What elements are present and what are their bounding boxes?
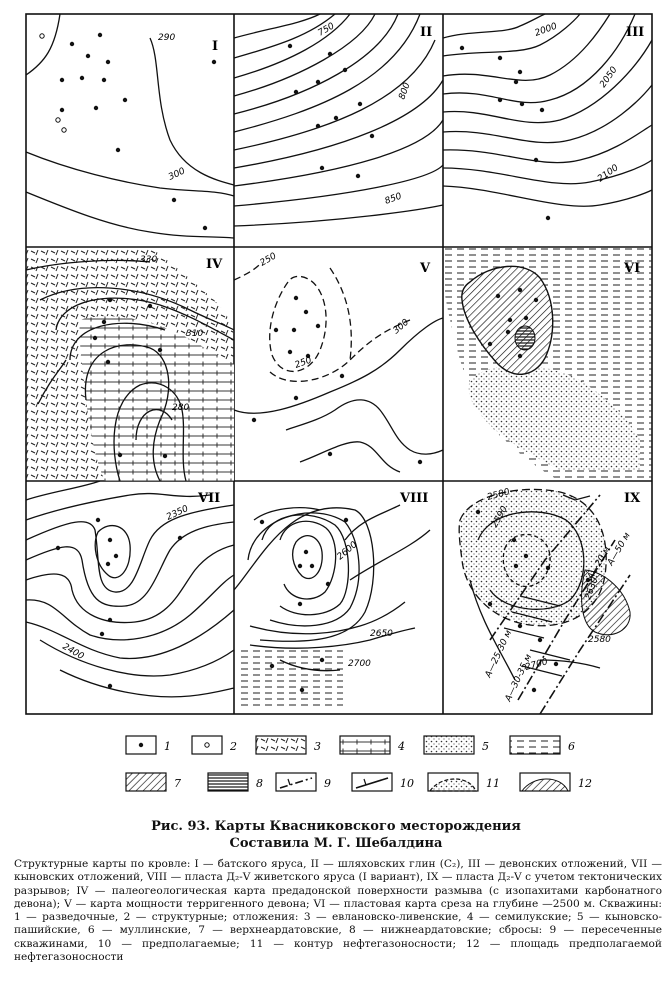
legend-item-8 bbox=[207, 772, 249, 792]
panel-iii bbox=[442, 13, 653, 207]
figure-caption-title: Рис. 93. Карты Квасниковского месторожде… bbox=[0, 818, 672, 852]
legend-number-9: 9 bbox=[324, 777, 331, 790]
panel-iii-numeral: III bbox=[626, 25, 644, 40]
legend-number-3: 3 bbox=[314, 740, 321, 753]
panel-vii-numeral: VII bbox=[197, 491, 220, 506]
legend-number-4: 4 bbox=[397, 740, 405, 753]
panel-i-numeral: I bbox=[212, 39, 218, 54]
panel-v bbox=[233, 261, 444, 473]
legend-number-12: 12 bbox=[578, 777, 592, 790]
panel-ix-wells bbox=[475, 509, 591, 693]
legend-number-5: 5 bbox=[482, 740, 489, 753]
panel-ii-isoline-label: 800 bbox=[397, 81, 412, 101]
panel-vi bbox=[443, 247, 652, 481]
panel-i-isoline-label: 300 bbox=[167, 166, 187, 182]
panel-viii-numeral: VIII bbox=[399, 491, 428, 506]
legend-item-11 bbox=[427, 772, 479, 792]
panel-vii bbox=[25, 480, 235, 698]
figure-caption-body: Структурные карты по кровле: I — батског… bbox=[14, 858, 662, 964]
panel-viii-fault-zone bbox=[238, 648, 343, 708]
panel-viii-wells bbox=[259, 517, 349, 693]
legend-number-1: 1 bbox=[164, 740, 171, 753]
legend-item-1 bbox=[125, 735, 157, 755]
panel-iv-wells bbox=[92, 297, 168, 459]
panel-iv bbox=[25, 247, 235, 482]
legend-item-9 bbox=[275, 772, 317, 792]
panel-ii-numeral: II bbox=[420, 25, 432, 40]
panel-viii bbox=[233, 504, 431, 649]
legend-item-10 bbox=[351, 772, 393, 792]
panel-i-isoline-label: 290 bbox=[158, 33, 175, 43]
legend-item-2 bbox=[191, 735, 223, 755]
legend-item-3 bbox=[255, 735, 307, 755]
panel-ix-isoline-label: A—25-30 м bbox=[483, 629, 514, 681]
legend-number-8: 8 bbox=[256, 777, 263, 790]
legend-numbers: 1 2 3 4 5 6 7 8 9 10 11 12 bbox=[164, 740, 592, 790]
legend bbox=[125, 735, 571, 792]
panel-iv-isoline-label: 280 bbox=[172, 403, 189, 413]
panel-iv-isoline-label: 310 bbox=[186, 329, 203, 339]
panel-ix-isoline-label: 2580 bbox=[588, 635, 611, 645]
panel-v-isoline-label: 250 bbox=[259, 251, 279, 268]
legend-number-10: 10 bbox=[400, 777, 414, 790]
panel-v-wells bbox=[251, 295, 423, 465]
legend-item-7 bbox=[125, 772, 167, 792]
panel-ii bbox=[233, 13, 444, 227]
panel-iii-isoline-label: 2050 bbox=[598, 65, 619, 90]
legend-item-5 bbox=[423, 735, 475, 755]
legend-number-6: 6 bbox=[568, 740, 575, 753]
panel-ix bbox=[458, 488, 631, 715]
panel-i bbox=[25, 13, 235, 239]
panel-vii-wells bbox=[55, 517, 183, 689]
legend-item-12 bbox=[519, 772, 571, 792]
caption-title-line-2: Составила М. Г. Шебалдина bbox=[229, 836, 443, 851]
panel-ii-isoline-label: 850 bbox=[384, 191, 404, 206]
panel-vii-isoline-label: 2350 bbox=[165, 504, 190, 523]
panel-ii-wells bbox=[287, 43, 375, 179]
panel-ix-numeral: IX bbox=[624, 491, 641, 506]
legend-number-7: 7 bbox=[174, 777, 181, 790]
panel-vi-numeral: VI bbox=[623, 261, 640, 276]
panel-ix-isoline-label: A—30-35 м bbox=[503, 653, 534, 705]
figure-maps: I 290 300 II 750 800 850 bbox=[25, 13, 653, 792]
panel-iii-wells bbox=[459, 45, 551, 221]
panel-vi-wells bbox=[487, 287, 539, 359]
legend-item-6 bbox=[509, 735, 561, 755]
panel-viii-isoline-label: 2650 bbox=[370, 629, 393, 639]
panel-iv-numeral: IV bbox=[206, 257, 223, 272]
panel-v-numeral: V bbox=[419, 261, 431, 276]
legend-number-2: 2 bbox=[229, 740, 237, 753]
panel-iv-isoline-label: 330 bbox=[140, 255, 157, 265]
caption-title-line-1: Рис. 93. Карты Квасниковского месторожде… bbox=[151, 819, 521, 834]
panel-viii-isoline-label: 2700 bbox=[348, 659, 371, 669]
caption-body-text: Структурные карты по кровле: I — батског… bbox=[14, 858, 662, 964]
panel-i-wells bbox=[39, 32, 217, 231]
panel-iii-isoline-label: 2100 bbox=[596, 163, 621, 184]
legend-number-11: 11 bbox=[486, 777, 500, 790]
legend-item-4 bbox=[339, 735, 391, 755]
